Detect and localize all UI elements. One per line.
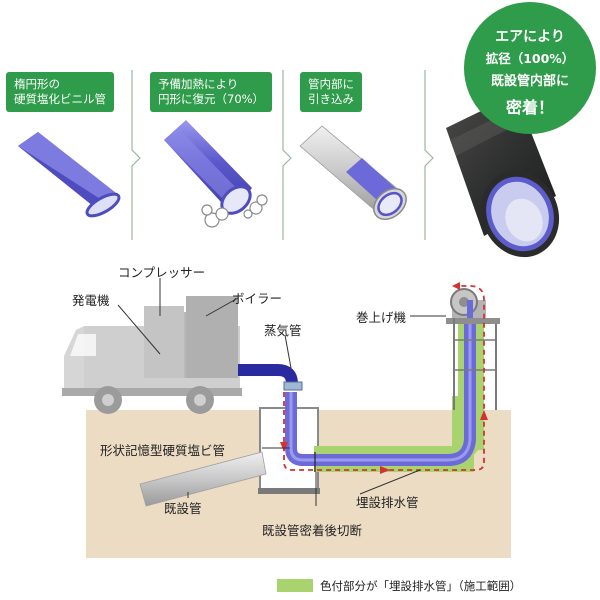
legend-swatch — [277, 579, 313, 592]
steam-cloud — [201, 194, 268, 228]
flow-arrowheads — [280, 282, 488, 474]
liner-pipe — [285, 318, 476, 466]
buried-drain-pipe — [314, 320, 484, 472]
legend-text: 色付部分が「埋設排水管」（施工範囲） — [320, 579, 522, 593]
step2-label: 予備加熱により 円形に復元（70%） — [150, 72, 273, 112]
badge-line1: エアにより — [495, 29, 565, 45]
label-compressor: コンプレッサー — [118, 265, 206, 280]
label-existing-pipe: 既設管 — [164, 501, 202, 516]
step1-label: 楕円形の 硬質塩化ビニル管 — [6, 72, 114, 112]
existing-pipe — [139, 451, 267, 507]
step3-line2: 引き込み — [308, 92, 354, 106]
badge-line2: 拡径（100%） — [485, 51, 575, 66]
badge-line3: 既設管内部に — [490, 74, 569, 89]
step2-restored-pipe — [164, 120, 268, 228]
step3-label: 管内部に 引き込み — [300, 72, 362, 112]
label-boiler: ボイラー — [232, 291, 283, 306]
label-cut-after-adhesion: 既設管密着後切断 — [262, 523, 363, 538]
truck — [62, 296, 242, 414]
label-winch: 巻上げ機 — [356, 310, 407, 325]
result-badge: エアにより 拡径（100%） 既設管内部に 密着！ — [464, 2, 596, 134]
badge-line4: 密着！ — [505, 98, 554, 117]
step1-line1: 楕円形の — [14, 77, 60, 91]
label-buried-drain-pipe: 埋設排水管 — [356, 495, 419, 510]
step1-line2: 硬質塩化ビニル管 — [14, 92, 106, 106]
winch — [446, 288, 500, 410]
label-shape-memory-pipe: 形状記憶型硬質塩ビ管 — [100, 443, 226, 458]
step3-pulled-pipe — [299, 125, 407, 221]
steam-pipe — [238, 364, 303, 391]
label-steam-pipe: 蒸気管 — [264, 323, 302, 338]
step1-oval-pipe — [18, 132, 121, 218]
leader-lines — [117, 278, 446, 506]
step2-line2: 円形に復元（70%） — [158, 92, 265, 106]
step-separators — [131, 70, 434, 240]
label-generator: 発電機 — [72, 293, 110, 308]
flow-arrows — [283, 285, 485, 471]
step2-line1: 予備加熱により — [158, 77, 239, 91]
step3-line1: 管内部に — [308, 77, 354, 91]
